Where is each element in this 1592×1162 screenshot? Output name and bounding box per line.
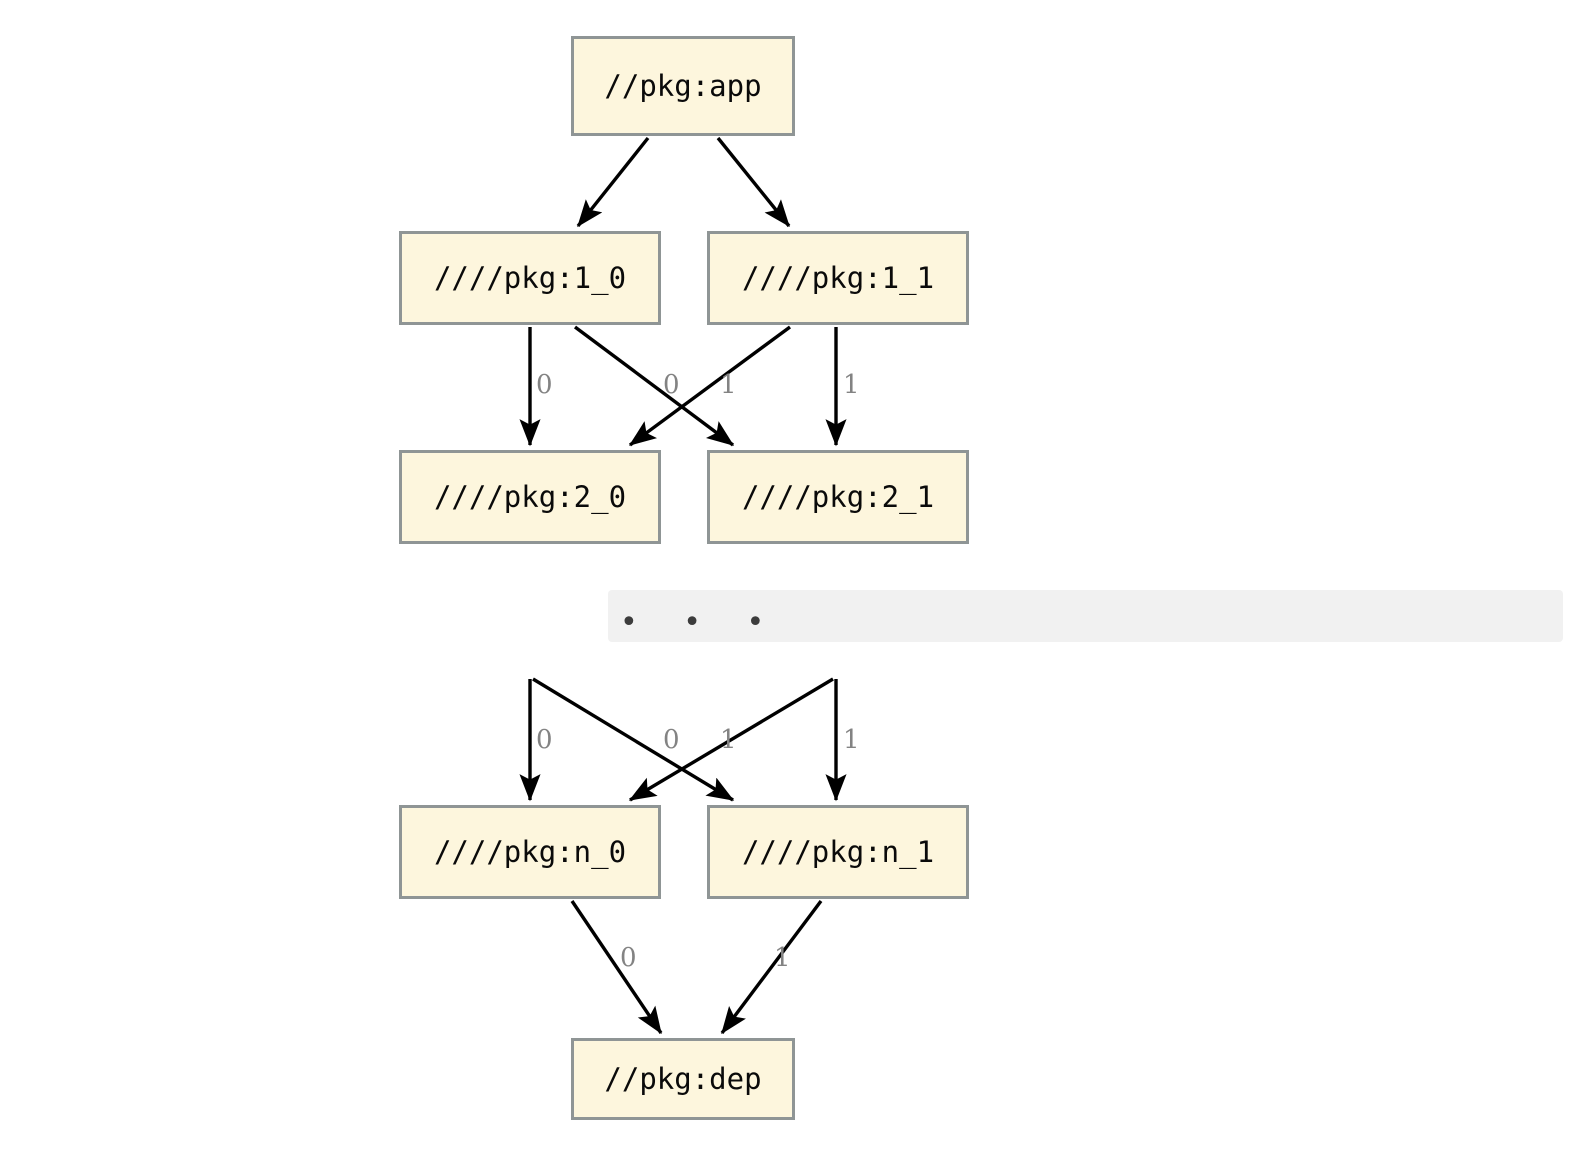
node-n1_0[interactable]: ////pkg:1_0 bbox=[399, 231, 661, 325]
edge-app-to-n1_0 bbox=[576, 136, 650, 228]
edge-app-to-n1_1 bbox=[716, 136, 791, 228]
node-n2_1[interactable]: ////pkg:2_1 bbox=[707, 450, 969, 544]
node-label: //pkg:dep bbox=[604, 1061, 762, 1096]
edge-hidden-to-nn_1 bbox=[532, 677, 735, 802]
edge-nn_1-to-dep bbox=[720, 899, 823, 1035]
node-label: ////pkg:1_1 bbox=[741, 260, 935, 295]
ellipsis-separator-band: • • • bbox=[608, 590, 1563, 642]
node-label: ////pkg:2_1 bbox=[741, 479, 935, 514]
node-app[interactable]: //pkg:app bbox=[571, 36, 795, 136]
edge-label: 1 bbox=[720, 370, 737, 400]
node-label: ////pkg:n_1 bbox=[741, 834, 935, 869]
edge-label: 0 bbox=[536, 725, 553, 755]
edge-label: 0 bbox=[620, 943, 637, 973]
edge-label: 1 bbox=[843, 725, 860, 755]
edge-nn_0-to-dep bbox=[570, 900, 663, 1035]
node-label: //pkg:app bbox=[604, 68, 762, 103]
node-label: ////pkg:2_0 bbox=[433, 479, 627, 514]
node-label: ////pkg:1_0 bbox=[433, 260, 627, 295]
edge-label: 0 bbox=[536, 370, 553, 400]
edge-n1_1-to-n2_0 bbox=[628, 325, 792, 447]
edge-label: 0 bbox=[663, 725, 680, 755]
edge-n1_0-to-n2_1 bbox=[573, 325, 735, 447]
edge-label: 1 bbox=[774, 943, 791, 973]
ellipsis-dots: • • • bbox=[620, 605, 783, 640]
node-label: ////pkg:n_0 bbox=[433, 834, 627, 869]
node-nn_1[interactable]: ////pkg:n_1 bbox=[707, 805, 969, 899]
edge-label: 1 bbox=[843, 370, 860, 400]
edge-label: 0 bbox=[663, 370, 680, 400]
node-dep[interactable]: //pkg:dep bbox=[571, 1038, 795, 1120]
node-n2_0[interactable]: ////pkg:2_0 bbox=[399, 450, 661, 544]
node-n1_1[interactable]: ////pkg:1_1 bbox=[707, 231, 969, 325]
edge-label: 1 bbox=[720, 725, 737, 755]
node-nn_0[interactable]: ////pkg:n_0 bbox=[399, 805, 661, 899]
edge-hidden-to-nn_0 bbox=[628, 677, 834, 802]
